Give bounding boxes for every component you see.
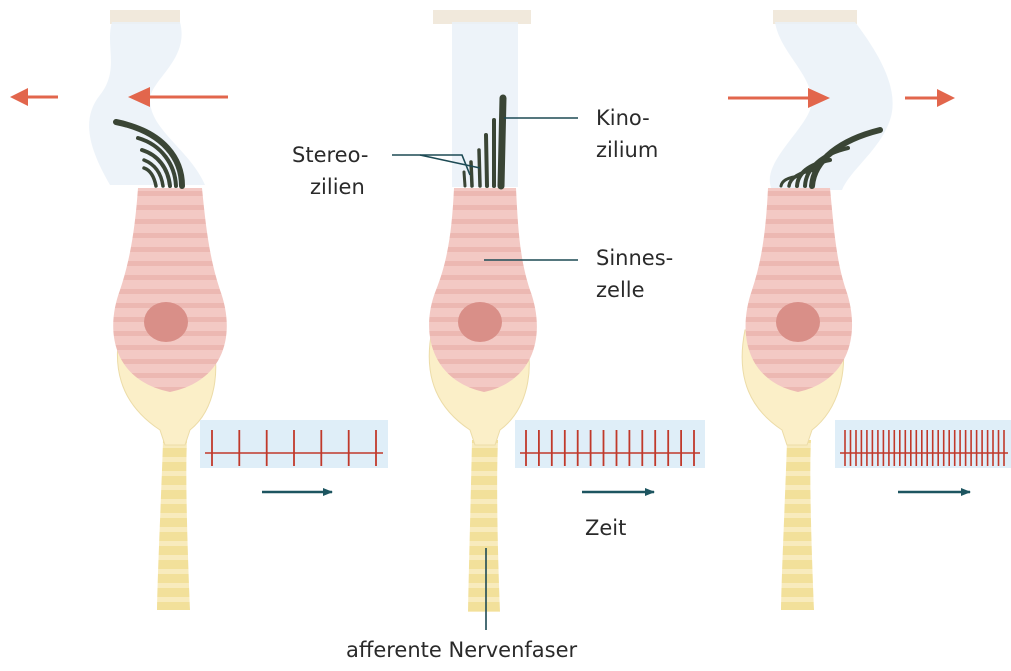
nucleus-middle	[458, 302, 502, 342]
sensory-cell-right	[746, 188, 853, 392]
cupula-base-right	[773, 10, 857, 24]
label-sinneszelle-1: Sinnes-	[596, 244, 673, 272]
label-zeit: Zeit	[585, 514, 626, 542]
hair-cell-right	[728, 10, 1011, 610]
spike-panel-middle	[515, 420, 705, 468]
nerve-fiber-left	[157, 440, 190, 610]
sensory-cell-left	[113, 188, 227, 392]
label-kinozilium-2: zilium	[596, 136, 658, 164]
nerve-fiber-right	[781, 440, 814, 610]
cupula-base-middle	[433, 10, 531, 24]
nucleus-left	[144, 302, 188, 342]
sensory-cell-middle	[429, 188, 537, 392]
label-sinneszelle-2: zelle	[596, 276, 645, 304]
nucleus-right	[776, 302, 820, 342]
hair-cell-left	[10, 10, 388, 610]
nerve-fiber-middle	[468, 440, 500, 612]
cupula-right	[770, 22, 893, 190]
hair-cell-middle	[429, 10, 705, 612]
label-stereozilien-2: zilien	[310, 173, 365, 201]
cupula-base-left	[110, 10, 180, 24]
label-kinozilium-1: Kino-	[596, 104, 650, 132]
label-stereozilien-1: Stereo-	[292, 141, 368, 169]
label-afferente-nervenfaser: afferente Nervenfaser	[346, 636, 577, 664]
